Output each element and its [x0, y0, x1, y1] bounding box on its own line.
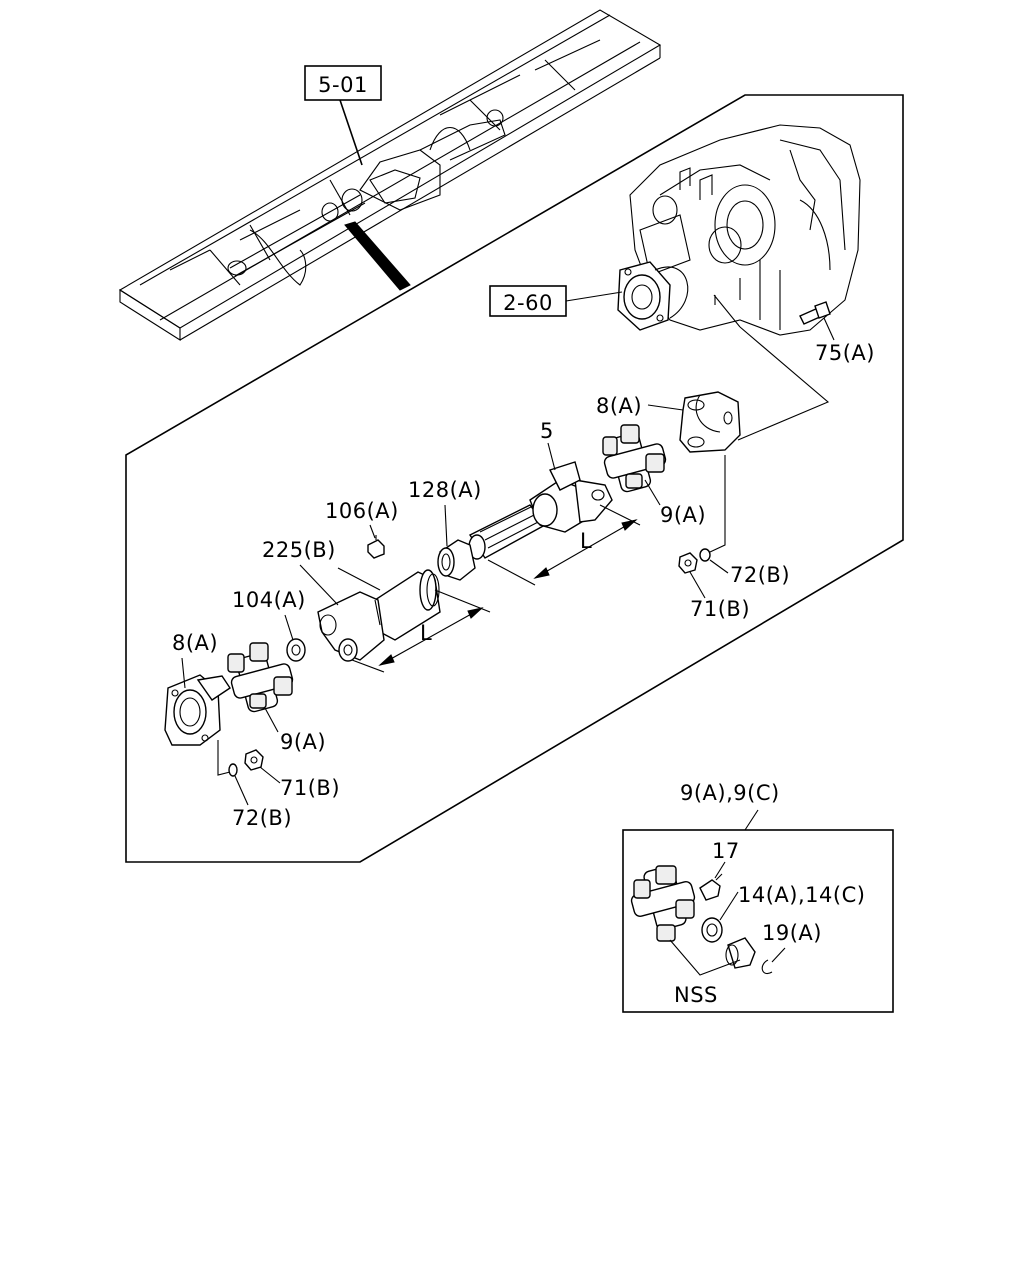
bolt-75a[interactable]	[799, 301, 835, 341]
sleeve-yoke-225b[interactable]	[317, 569, 441, 662]
nut-71b-top[interactable]	[678, 552, 698, 574]
label-L-lower: L	[420, 621, 432, 645]
label-71b-top: 71(B)	[690, 597, 750, 621]
leader-225b-2	[337, 567, 381, 591]
flange-yoke-top[interactable]	[679, 391, 741, 453]
spider-top[interactable]	[602, 424, 667, 493]
leader-lower-yoke	[217, 740, 231, 776]
label-106a: 106(A)	[325, 499, 399, 523]
washer-72b-top[interactable]	[699, 548, 711, 562]
transmission-illustration	[617, 124, 861, 336]
chassis-frame-illustration	[118, 9, 662, 341]
label-128a: 128(A)	[408, 478, 482, 502]
flange-yoke-bottom[interactable]	[164, 674, 231, 746]
leader-yoke-to-washer	[709, 455, 726, 553]
washer-72b-bottom[interactable]	[228, 763, 238, 777]
frame-reference-box[interactable]: 5-01	[304, 65, 382, 101]
detail-bearing-14[interactable]	[701, 917, 723, 943]
transmission-reference-label: 2-60	[503, 291, 553, 315]
label-72b-bottom: 72(B)	[232, 806, 292, 830]
transmission-reference-box[interactable]: 2-60	[489, 285, 623, 317]
label-8a-top: 8(A)	[596, 394, 642, 418]
label-8a-bottom: 8(A)	[172, 631, 218, 655]
label-71b-bottom: 71(B)	[280, 776, 340, 800]
detail-snap-ring-19a[interactable]	[761, 959, 773, 974]
label-225b: 225(B)	[262, 538, 336, 562]
detail-bearing-cup[interactable]	[725, 937, 756, 969]
label-19a: 19(A)	[762, 921, 822, 945]
leader-trans-to-yoke	[737, 326, 830, 441]
label-14: 14(A),14(C)	[738, 883, 865, 907]
detail-spider[interactable]	[630, 865, 696, 942]
label-17: 17	[712, 839, 740, 863]
label-104a: 104(A)	[232, 588, 306, 612]
grease-nipple-106a[interactable]	[367, 535, 385, 559]
label-5: 5	[540, 419, 554, 443]
label-72b-top: 72(B)	[730, 563, 790, 587]
spider-bottom[interactable]	[227, 642, 294, 713]
label-L-upper: L	[580, 529, 592, 553]
label-9a-top: 9(A)	[660, 503, 706, 527]
dust-cover-128a[interactable]	[437, 539, 476, 581]
detail-grease-fitting-17[interactable]	[699, 873, 723, 901]
label-75a: 75(A)	[815, 341, 875, 365]
frame-reference-label: 5-01	[318, 73, 368, 97]
splined-shaft-5[interactable]	[468, 461, 613, 560]
leader-225b	[299, 564, 339, 606]
dimension-lower	[351, 589, 491, 673]
nut-71b-bottom[interactable]	[244, 749, 264, 771]
plug-104a[interactable]	[286, 638, 306, 662]
dimension-upper	[487, 504, 641, 586]
label-9a-bottom: 9(A)	[280, 730, 326, 754]
leader-nss	[669, 939, 741, 976]
detail-title: 9(A),9(C)	[680, 781, 780, 805]
label-nss: NSS	[674, 983, 718, 1007]
exploded-view-boundary	[125, 94, 904, 863]
